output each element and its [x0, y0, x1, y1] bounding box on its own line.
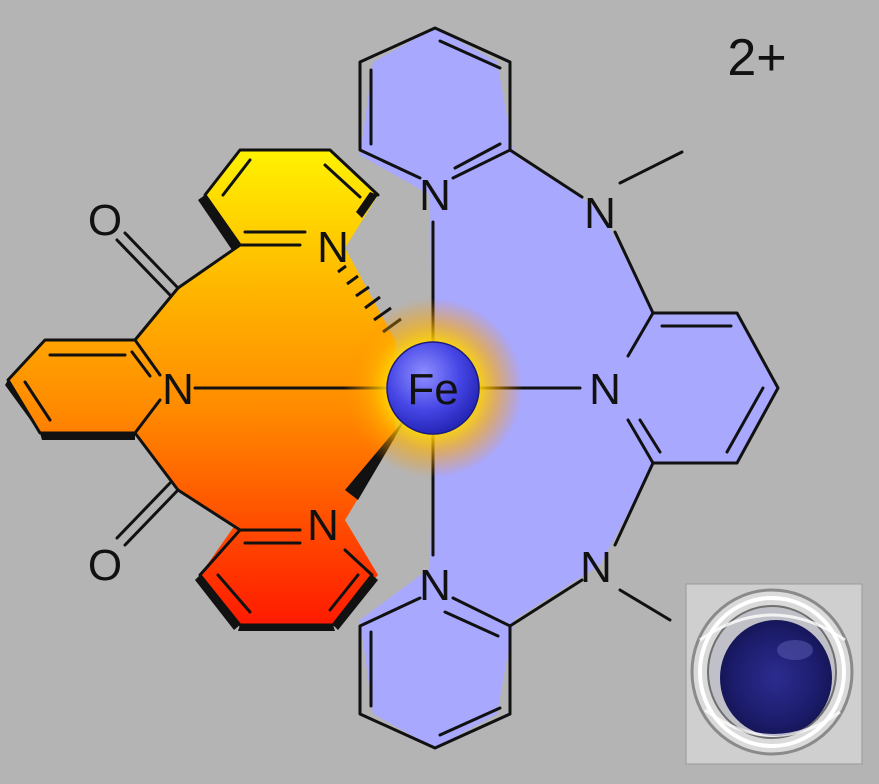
- metal-label: Fe: [407, 365, 458, 414]
- atom-n-left-bottom: N: [307, 501, 339, 550]
- right-ligand: [358, 26, 780, 750]
- atom-n-amine-top: N: [584, 189, 616, 238]
- atom-o-bottom: O: [88, 541, 122, 590]
- bottom-pyridine-ring: [358, 596, 512, 750]
- atom-n-amine-bottom: N: [580, 543, 612, 592]
- metal-sphere: [386, 341, 480, 435]
- charge-label: 2+: [727, 29, 786, 87]
- atom-n-left-center: N: [162, 365, 194, 414]
- atom-n-right-bottom: N: [419, 561, 451, 610]
- atom-n-left-top: N: [317, 223, 349, 272]
- atom-n-right-center: N: [589, 365, 621, 414]
- atom-o-top: O: [88, 196, 122, 245]
- center-pyridine-ring: [626, 311, 780, 465]
- vial-photo: [685, 583, 863, 765]
- metal-center: Fe: [343, 298, 523, 478]
- atom-n-right-top: N: [419, 171, 451, 220]
